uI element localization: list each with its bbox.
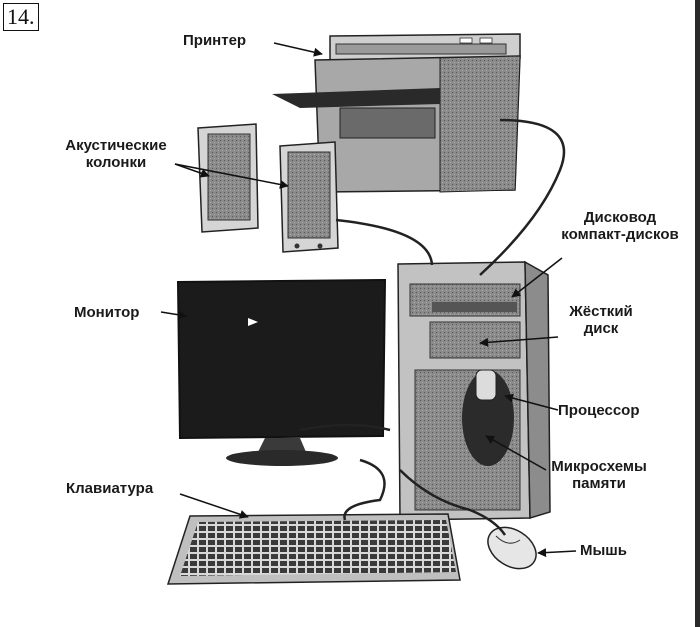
label-cd-drive: Дисковод компакт-дисков <box>550 209 690 243</box>
printer-illustration <box>272 33 521 193</box>
label-hard-disk-line2: диск <box>583 320 619 337</box>
cables <box>299 118 566 536</box>
page-edge-strip <box>695 0 700 627</box>
label-memory: Микросхемы памяти <box>544 458 654 492</box>
label-memory-line2: памяти <box>572 475 626 492</box>
pointer-lines <box>160 42 577 558</box>
figure-number: 14. <box>3 3 39 31</box>
label-monitor: Монитор <box>74 304 140 321</box>
label-hard-disk-line1: Жёсткий <box>569 303 633 320</box>
label-cd-drive-line2: компакт-дисков <box>561 226 679 243</box>
label-printer: Принтер <box>183 32 247 49</box>
label-speakers-line1: Акустические <box>65 137 167 154</box>
label-mouse: Мышь <box>580 542 628 559</box>
label-cd-drive-line1: Дисковод <box>583 209 657 226</box>
mouse-illustration <box>487 526 537 570</box>
speakers-illustration <box>197 123 339 253</box>
label-keyboard: Клавиатура <box>66 480 154 497</box>
keyboard-illustration <box>166 513 461 585</box>
monitor-illustration <box>176 278 387 466</box>
label-hard-disk: Жёсткий диск <box>556 303 646 337</box>
label-processor: Процессор <box>558 402 640 419</box>
label-memory-line1: Микросхемы <box>551 458 647 475</box>
label-speakers-line2: колонки <box>85 154 147 171</box>
label-speakers: Акустические колонки <box>52 137 180 171</box>
system-unit-illustration <box>397 260 551 521</box>
